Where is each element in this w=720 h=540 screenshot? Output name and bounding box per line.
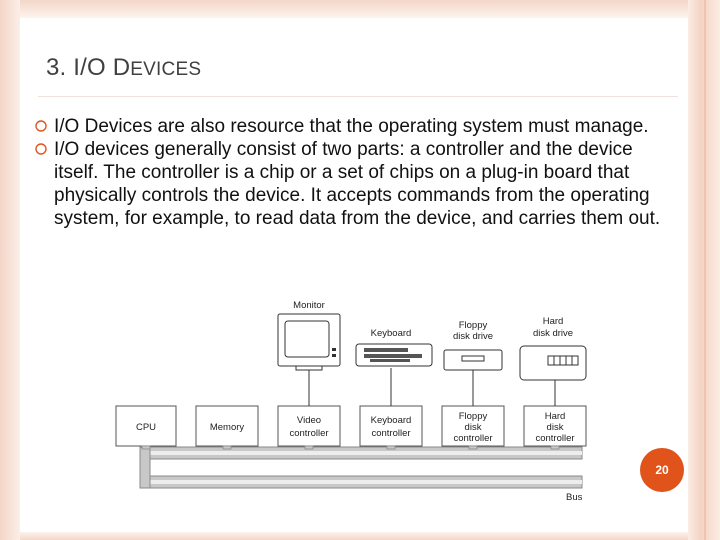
video-label-2: controller xyxy=(289,428,328,439)
bus-label: Bus xyxy=(566,492,583,503)
bus: Bus xyxy=(139,446,583,503)
floppy-label-1: Floppy xyxy=(459,320,488,331)
floppy-controller-box: Floppy disk controller xyxy=(441,405,505,447)
video-label-1: Video xyxy=(297,415,321,426)
hard-drive-device: Hard disk drive xyxy=(519,316,587,381)
cpu-box: CPU xyxy=(115,405,177,448)
memory-box: Memory xyxy=(195,405,259,447)
frame-bottom-border xyxy=(20,532,688,540)
bus-connectors xyxy=(141,445,560,450)
keyboard-ctrl-label-1: Keyboard xyxy=(371,415,412,426)
frame-right-line xyxy=(704,0,706,540)
monitor-label: Monitor xyxy=(293,300,325,311)
memory-label: Memory xyxy=(210,422,245,433)
frame-top-border xyxy=(20,0,688,18)
floppy-ctrl-label-3: controller xyxy=(453,433,492,444)
keyboard-controller-box: Keyboard controller xyxy=(359,405,423,447)
monitor-device: Monitor xyxy=(277,300,341,371)
keyboard-label: Keyboard xyxy=(371,328,412,339)
video-controller-box: Video controller xyxy=(277,405,341,447)
floppy-drive-device: Floppy disk drive xyxy=(443,320,503,371)
slide-title: 3. I/O DEVICES xyxy=(46,54,201,82)
hard-disk-controller-box: Hard disk controller xyxy=(523,405,587,447)
frame-left-border xyxy=(0,0,20,540)
io-diagram: Bus CPU Memory Video controller Keyboard… xyxy=(115,300,587,503)
bullet-list: I/O Devices are also resource that the o… xyxy=(34,115,674,230)
bullet-text: I/O devices generally consist of two par… xyxy=(54,139,661,229)
title-divider xyxy=(38,96,678,97)
bullet-item: I/O Devices are also resource that the o… xyxy=(34,115,674,138)
hard-label-1: Hard xyxy=(543,316,564,327)
hard-ctrl-label-3: controller xyxy=(535,433,574,444)
device-cables xyxy=(308,368,556,406)
title-prefix: 3. I/O D xyxy=(46,54,131,81)
bullet-text: I/O Devices are also resource that the o… xyxy=(54,116,649,137)
circle-bullet-icon xyxy=(35,143,47,155)
keyboard-device: Keyboard xyxy=(355,328,433,367)
hard-label-2: disk drive xyxy=(533,328,573,339)
floppy-label-2: disk drive xyxy=(453,331,493,342)
hard-ctrl-label-1: Hard xyxy=(545,411,566,422)
page-number-badge: 20 xyxy=(640,448,684,492)
hard-ctrl-label-2: disk xyxy=(547,422,564,433)
floppy-ctrl-label-2: disk xyxy=(465,422,482,433)
cpu-label: CPU xyxy=(136,422,156,433)
keyboard-ctrl-label-2: controller xyxy=(371,428,410,439)
bullet-item: I/O devices generally consist of two par… xyxy=(34,138,674,230)
title-rest: EVICES xyxy=(130,59,202,80)
floppy-ctrl-label-1: Floppy xyxy=(459,411,488,422)
circle-bullet-icon xyxy=(35,120,47,132)
